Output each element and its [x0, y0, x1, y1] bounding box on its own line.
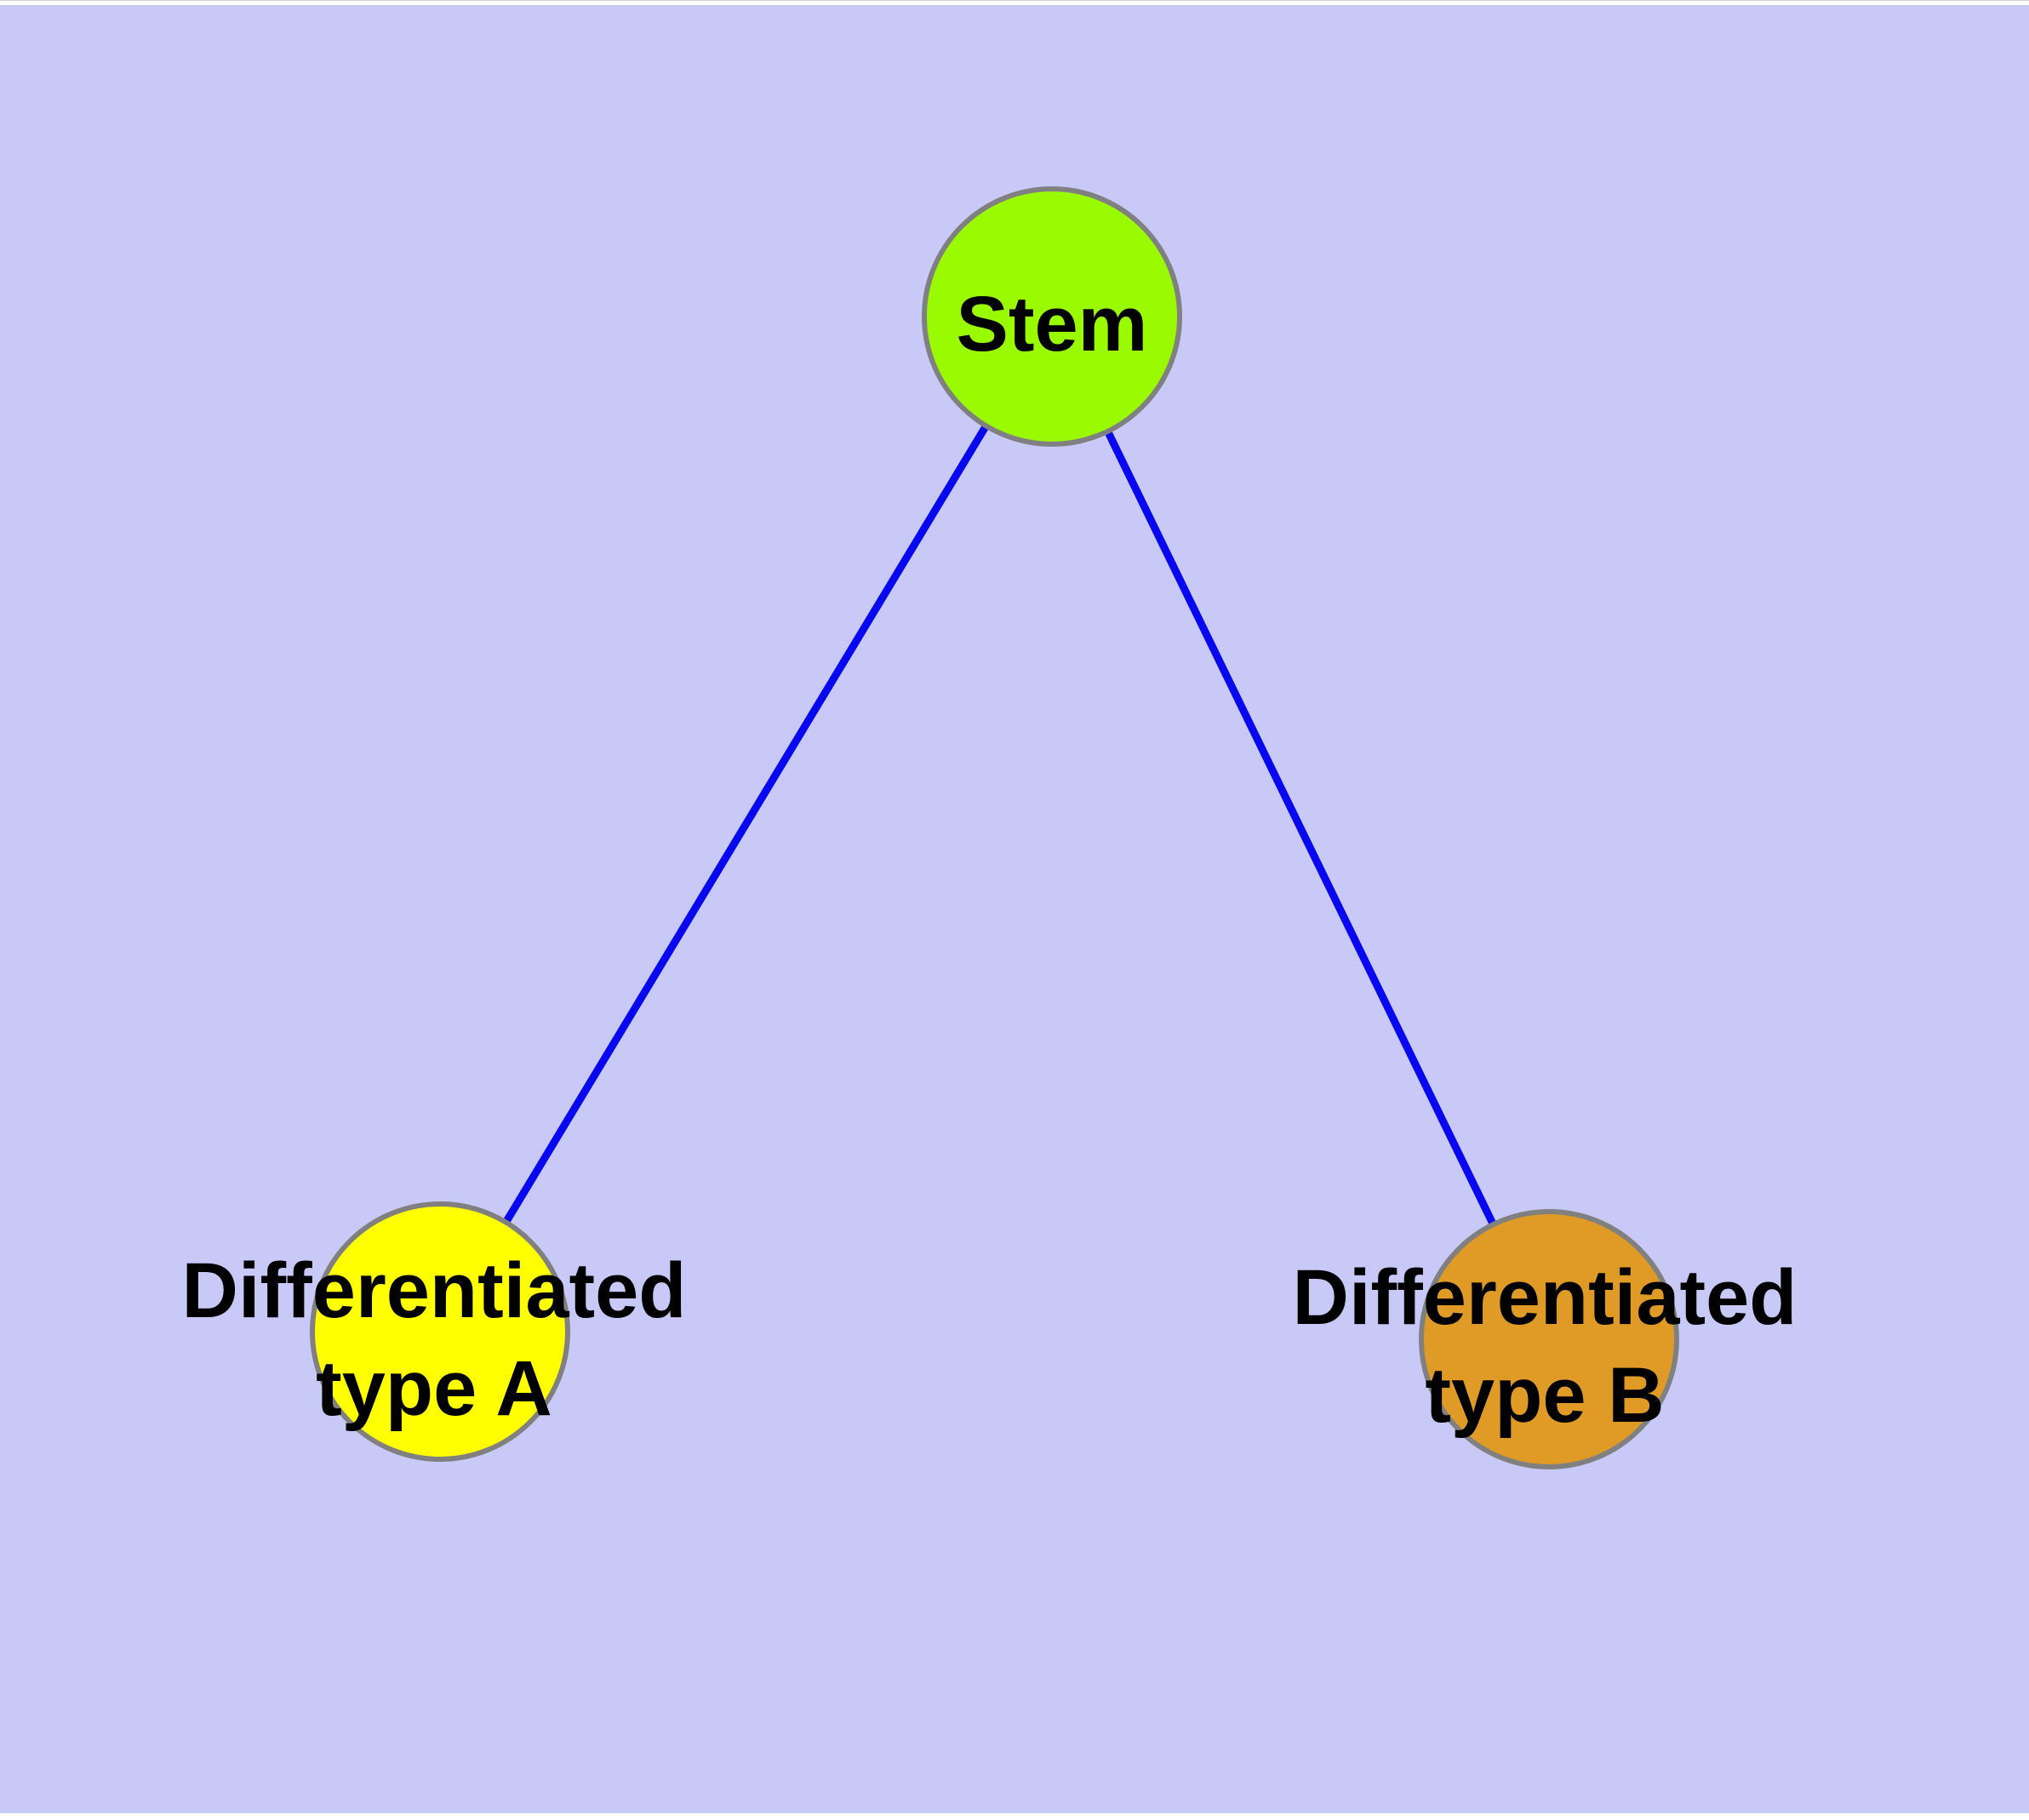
edge-stem-to-type-a: [437, 314, 1055, 1334]
node-differentiated-type-b: Differentiated type B: [1293, 1209, 1798, 1469]
stem-node-label: Stem: [957, 281, 1148, 368]
edge-stem-to-type-b: [1048, 315, 1553, 1341]
type-a-node-label-line2: type A: [316, 1345, 552, 1432]
stem-node-circle: [922, 186, 1182, 447]
node-stem: Stem: [922, 186, 1182, 447]
node-differentiated-type-a: Differentiated type A: [182, 1201, 687, 1462]
type-a-node-label-line1: Differentiated: [182, 1247, 687, 1334]
type-b-node-label-line1: Differentiated: [1293, 1254, 1798, 1341]
type-b-node-circle: [1419, 1209, 1679, 1469]
type-a-node-circle: [310, 1201, 570, 1462]
type-b-node-label-line2: type B: [1425, 1352, 1664, 1439]
